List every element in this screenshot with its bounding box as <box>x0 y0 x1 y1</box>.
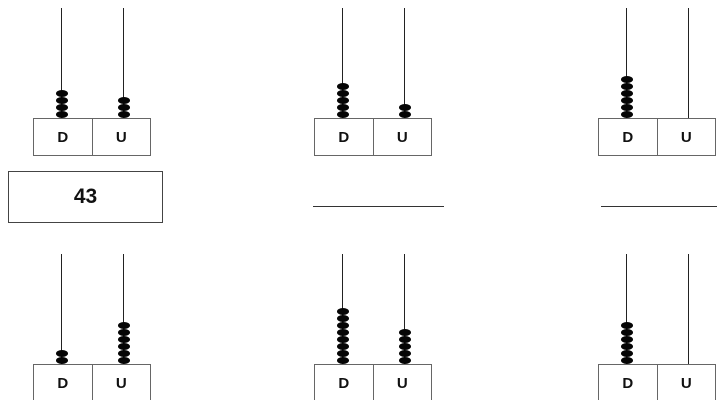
tens-rod <box>61 254 62 364</box>
tens-bead <box>336 90 349 97</box>
units-label: U <box>656 119 716 155</box>
tens-bead <box>55 350 68 357</box>
units-bead <box>117 322 130 329</box>
units-rod <box>404 254 405 364</box>
abacus-base: D U <box>33 118 151 156</box>
abacus-exercise-5: D U <box>314 254 434 400</box>
tens-bead <box>620 322 633 329</box>
tens-label: D <box>57 128 69 146</box>
tens-bead <box>336 104 349 111</box>
units-bead <box>117 104 130 111</box>
tens-bead <box>336 322 349 329</box>
tens-rod <box>626 8 627 118</box>
tens-label: D <box>622 128 634 146</box>
abacus-exercise-1: D U <box>33 8 153 158</box>
tens-label: D <box>57 374 69 392</box>
units-label: U <box>91 119 151 155</box>
abacus-base: D U <box>33 364 151 400</box>
units-rod <box>404 8 405 118</box>
units-bead <box>117 97 130 104</box>
tens-bead <box>55 97 68 104</box>
tens-bead <box>55 357 68 364</box>
tens-bead <box>55 104 68 111</box>
units-bead <box>398 111 411 118</box>
tens-bead <box>336 350 349 357</box>
units-label: U <box>372 365 432 400</box>
units-label: U <box>372 119 432 155</box>
tens-bead <box>336 357 349 364</box>
units-bead <box>117 343 130 350</box>
abacus-exercise-4: D U <box>33 254 153 400</box>
abacus-exercise-2: D U <box>314 8 434 158</box>
units-rod <box>123 8 124 118</box>
units-rod <box>123 254 124 364</box>
tens-bead <box>336 308 349 315</box>
units-bead <box>117 357 130 364</box>
tens-bead <box>620 104 633 111</box>
units-bead <box>117 111 130 118</box>
tens-bead <box>336 315 349 322</box>
tens-bead <box>620 343 633 350</box>
units-bead <box>117 329 130 336</box>
units-label: U <box>91 365 151 400</box>
tens-bead <box>336 329 349 336</box>
answer-box-exercise-1[interactable]: 43 <box>8 171 163 223</box>
tens-label: D <box>338 128 350 146</box>
tens-bead <box>55 111 68 118</box>
abacus-base: D U <box>314 118 432 156</box>
tens-rod <box>342 8 343 118</box>
tens-bead <box>336 97 349 104</box>
tens-bead <box>336 336 349 343</box>
tens-bead <box>620 336 633 343</box>
answer-line-exercise-3[interactable] <box>601 206 717 207</box>
units-rod <box>688 254 689 364</box>
units-bead <box>398 336 411 343</box>
tens-rod <box>61 8 62 118</box>
tens-label: D <box>622 374 634 392</box>
tens-bead <box>336 111 349 118</box>
tens-bead <box>620 83 633 90</box>
units-rod <box>688 8 689 118</box>
units-label: U <box>656 365 716 400</box>
tens-bead <box>336 343 349 350</box>
units-bead <box>398 329 411 336</box>
units-bead <box>398 350 411 357</box>
abacus-base: D U <box>598 118 716 156</box>
tens-bead <box>620 357 633 364</box>
tens-label: D <box>338 374 350 392</box>
abacus-base: D U <box>598 364 716 400</box>
units-bead <box>398 357 411 364</box>
tens-bead <box>620 97 633 104</box>
answer-line-exercise-2[interactable] <box>313 206 444 207</box>
tens-bead <box>620 350 633 357</box>
tens-bead <box>620 90 633 97</box>
abacus-base: D U <box>314 364 432 400</box>
tens-bead <box>620 111 633 118</box>
tens-bead <box>55 90 68 97</box>
units-bead <box>398 104 411 111</box>
abacus-exercise-6: D U <box>598 254 717 400</box>
units-bead <box>117 336 130 343</box>
units-bead <box>117 350 130 357</box>
tens-rod <box>626 254 627 364</box>
tens-bead <box>620 329 633 336</box>
tens-bead <box>620 76 633 83</box>
units-bead <box>398 343 411 350</box>
abacus-exercise-3: D U <box>598 8 717 158</box>
tens-bead <box>336 83 349 90</box>
